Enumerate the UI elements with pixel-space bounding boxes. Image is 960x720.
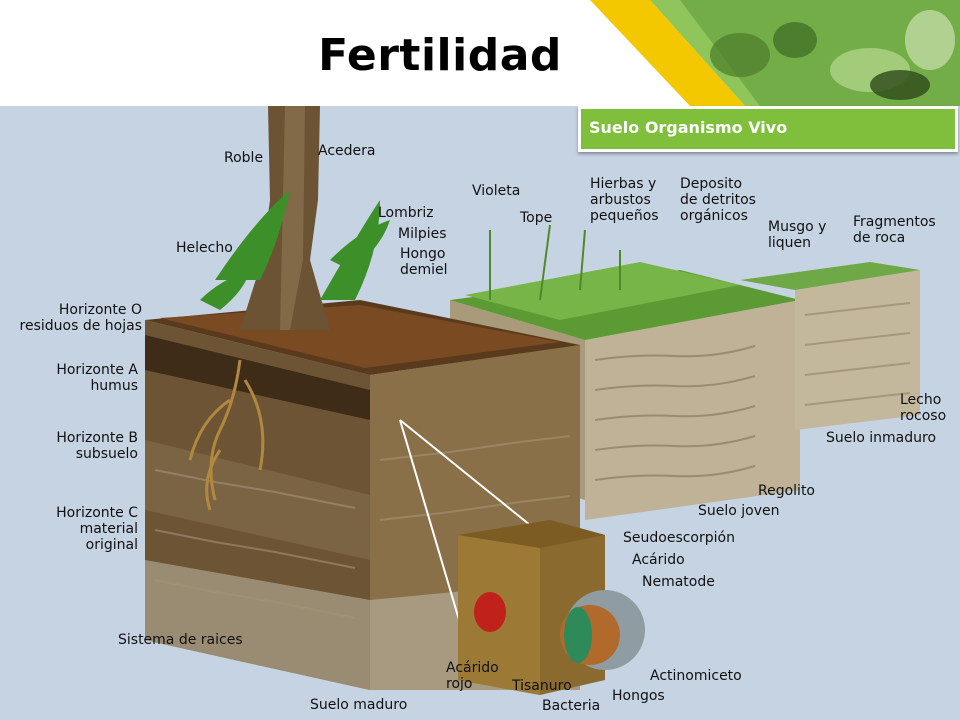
label-suelo-joven: Suelo joven <box>698 503 780 519</box>
label-tope: Tope <box>520 210 553 226</box>
label-hierbas: Hierbas y arbustos pequeños <box>590 176 659 224</box>
immature-soil-block <box>740 262 920 430</box>
label-roble: Roble <box>224 150 264 166</box>
label-regolito: Regolito <box>758 483 815 499</box>
label-horizonte-o: Horizonte O residuos de hojas <box>19 302 142 334</box>
label-suelo-maduro: Suelo maduro <box>310 697 408 713</box>
label-milpies: Milpies <box>398 226 447 242</box>
label-hongo-demiel: Hongo demiel <box>400 246 448 278</box>
soil-magnified-inset <box>399 419 645 695</box>
slide-title: Fertilidad <box>318 30 562 81</box>
label-acarido-rojo: Acárido rojo <box>446 660 499 692</box>
mature-soil-block <box>145 300 580 690</box>
red-mite <box>474 592 506 632</box>
banner-yellow-stripe <box>590 0 745 106</box>
label-lecho-rocoso: Lecho rocoso <box>900 392 947 424</box>
label-deposito: Deposito de detritos orgánicos <box>680 176 756 224</box>
label-fragmentos: Fragmentos de roca <box>853 214 936 246</box>
subtitle-text: Suelo Organismo Vivo <box>589 118 788 137</box>
label-horizonte-a: Horizonte A humus <box>56 362 138 394</box>
label-tisanuro: Tisanuro <box>512 678 572 694</box>
label-acarido: Acárido <box>632 552 685 568</box>
label-horizonte-c: Horizonte C material original <box>56 505 138 553</box>
label-sistema-raices: Sistema de raices <box>118 632 243 648</box>
fern <box>200 190 390 310</box>
label-seudoescorpion: Seudoescorpión <box>623 530 735 546</box>
header-banner <box>0 0 960 106</box>
label-hongos: Hongos <box>612 688 665 704</box>
label-helecho: Helecho <box>176 240 233 256</box>
small-plants <box>489 224 621 301</box>
label-lombriz: Lombriz <box>378 205 434 221</box>
label-violeta: Violeta <box>472 183 521 199</box>
label-musgo: Musgo y liquen <box>768 219 827 251</box>
label-actinomiceto: Actinomiceto <box>650 668 742 684</box>
label-acedera: Acedera <box>318 143 376 159</box>
soil-profile-illustration <box>0 106 960 720</box>
label-nematode: Nematode <box>642 574 715 590</box>
label-horizonte-b: Horizonte B subsuelo <box>56 430 138 462</box>
subtitle-box: Suelo Organismo Vivo <box>578 106 958 152</box>
label-suelo-inmaduro: Suelo inmaduro <box>826 430 937 446</box>
label-bacteria: Bacteria <box>542 698 601 714</box>
